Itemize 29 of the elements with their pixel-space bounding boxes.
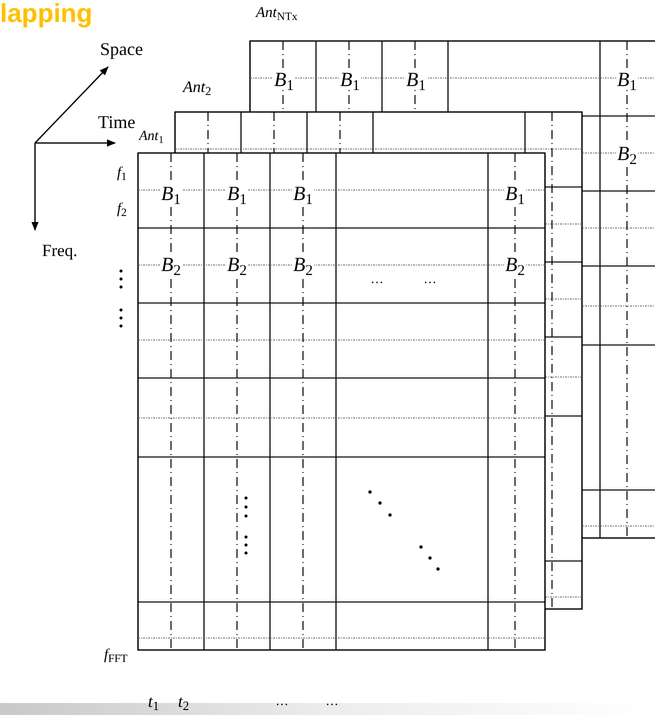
- symbol-label: B$_{2}$: [160, 255, 182, 275]
- frequency-label: f$_{2}$: [117, 202, 127, 217]
- ellipsis: …: [424, 272, 436, 285]
- ellipsis: …: [326, 694, 338, 707]
- symbol-label: B$_{2}$: [292, 255, 314, 275]
- symbol-label: B$_{1}$: [405, 70, 427, 90]
- antenna-label: Ant$_{1}$: [139, 130, 164, 144]
- frequency-label: f$_{FFT}$: [104, 648, 128, 663]
- symbol-label: B$_{2}$: [616, 144, 638, 164]
- time-label: t$_{1}$: [148, 693, 160, 710]
- symbol-label: B$_{1}$: [160, 184, 182, 204]
- symbol-label: B$_{1}$: [616, 70, 638, 90]
- ellipsis: …: [370, 272, 384, 285]
- symbol-label: B$_{1}$: [339, 70, 361, 90]
- title: lapping: [0, 0, 92, 26]
- frequency-label: f$_{1}$: [117, 166, 127, 181]
- ellipsis: …: [276, 694, 288, 707]
- symbol-label: B$_{1}$: [226, 184, 248, 204]
- symbol-label: B$_{1}$: [292, 184, 314, 204]
- axis-label: Time: [98, 113, 136, 131]
- time-label: t$_{2}$: [178, 693, 190, 710]
- symbol-label: B$_{1}$: [504, 184, 526, 204]
- antenna-label: Ant$_{NTx}$: [256, 6, 298, 21]
- symbol-label: B$_{2}$: [226, 255, 248, 275]
- antenna-label: Ant$_{2}$: [183, 80, 212, 96]
- symbol-label: B$_{1}$: [273, 70, 295, 90]
- axis-label: Freq.: [42, 242, 78, 259]
- symbol-label: B$_{2}$: [504, 255, 526, 275]
- axis-label: Space: [100, 40, 143, 58]
